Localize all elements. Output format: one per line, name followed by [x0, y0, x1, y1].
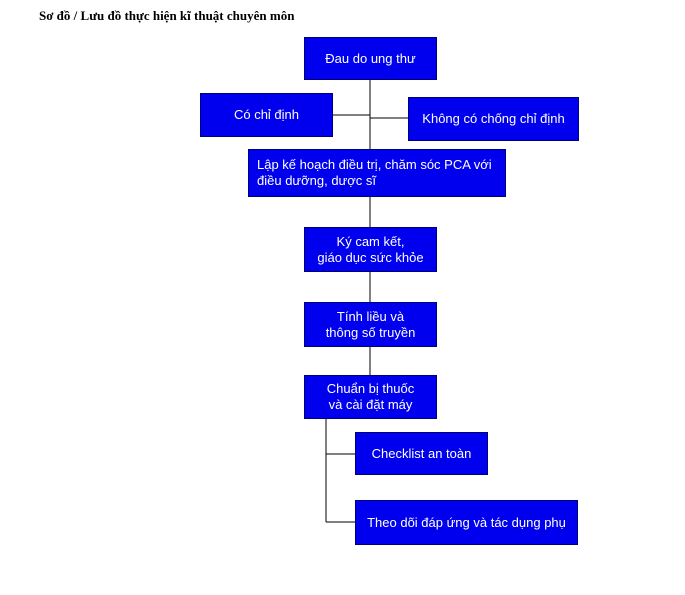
node-no-contraindication: Không có chống chỉ định: [408, 97, 579, 141]
node-dose: Tính liều và thông số truyền: [304, 302, 437, 347]
node-indicated: Có chỉ định: [200, 93, 333, 137]
node-dose-label: Tính liều và thông số truyền: [325, 308, 416, 340]
node-prepare: Chuẩn bị thuốc và cài đặt máy: [304, 375, 437, 419]
node-consent: Ký cam kết, giáo dục sức khỏe: [304, 227, 437, 272]
node-prepare-label: Chuẩn bị thuốc và cài đặt máy: [326, 381, 415, 412]
node-monitor: Theo dõi đáp ứng và tác dụng phụ: [355, 500, 578, 545]
page-title: Sơ đồ / Lưu đồ thực hiện kĩ thuật chuyên…: [39, 8, 295, 23]
node-pain: Đau do ung thư: [304, 37, 437, 80]
node-indicated-label: Có chỉ định: [233, 107, 300, 122]
node-pain-label: Đau do ung thư: [325, 50, 416, 66]
node-monitor-label: Theo dõi đáp ứng và tác dụng phụ: [367, 514, 566, 530]
node-plan-label: Lập kế hoạch điều trị, chăm sóc PCA với …: [257, 157, 492, 188]
node-consent-label: Ký cam kết, giáo dục sức khỏe: [317, 233, 424, 265]
node-checklist: Checklist an toàn: [355, 432, 488, 475]
node-checklist-label: Checklist an toàn: [371, 445, 472, 461]
node-no-contraindication-label: Không có chống chỉ định: [422, 111, 565, 126]
node-plan: Lập kế hoạch điều trị, chăm sóc PCA với …: [248, 149, 506, 197]
